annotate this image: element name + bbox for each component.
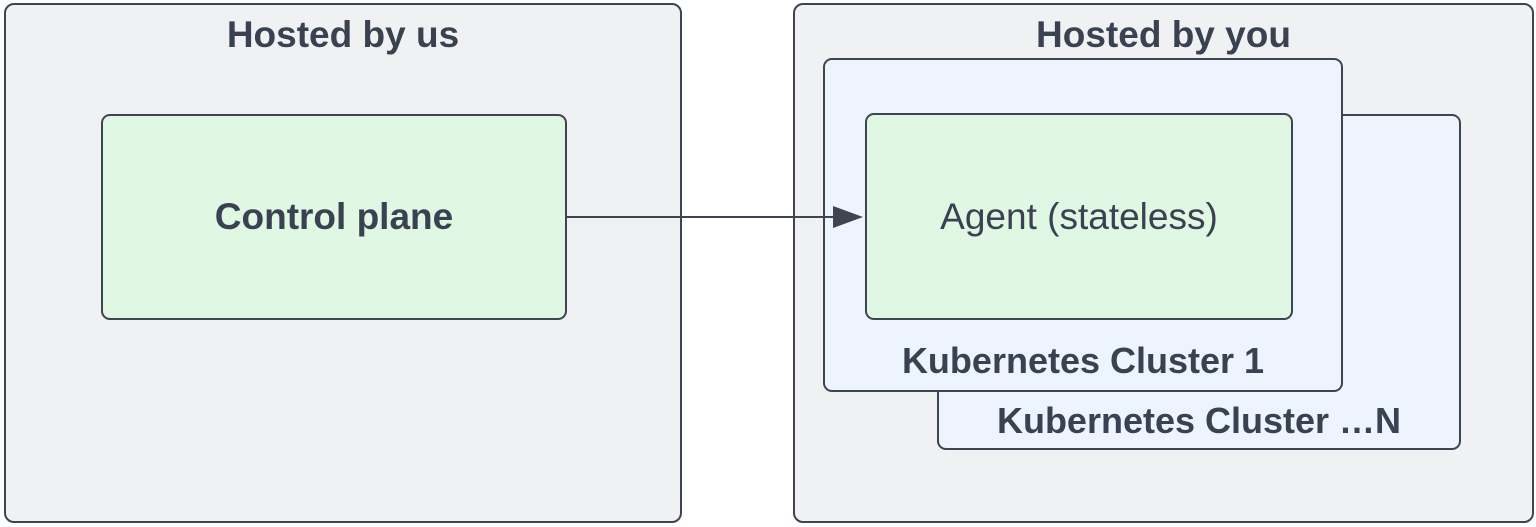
control-plane-label: Control plane — [214, 196, 454, 237]
connector-line — [567, 216, 837, 218]
kubernetes-cluster-n-label: Kubernetes Cluster …N — [996, 400, 1402, 441]
arrowhead-icon — [833, 206, 863, 228]
agent-node: Agent (stateless) — [865, 113, 1293, 320]
hosted-by-you-title: Hosted by you — [1036, 14, 1291, 55]
hosted-by-us-title: Hosted by us — [226, 14, 460, 55]
control-plane-node: Control plane — [101, 114, 567, 320]
agent-label: Agent (stateless) — [940, 195, 1218, 237]
kubernetes-cluster-1-label: Kubernetes Cluster 1 — [901, 340, 1265, 381]
